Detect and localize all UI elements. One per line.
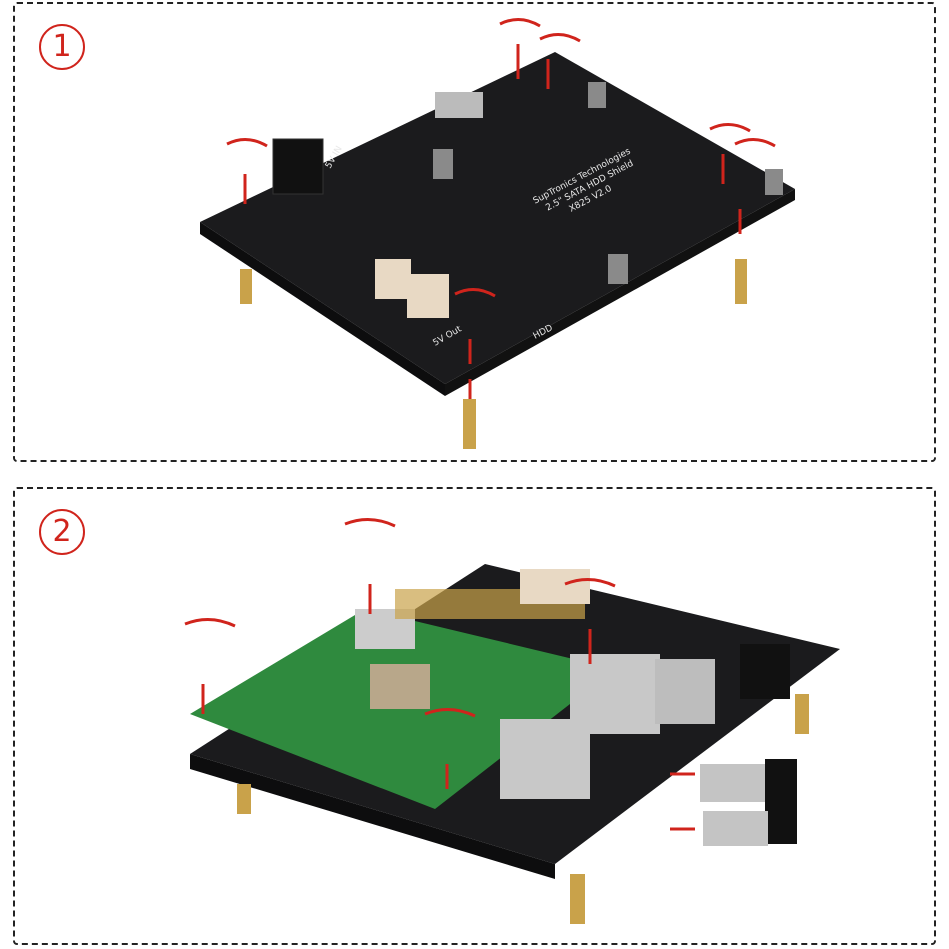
step-2-panel: 2 bbox=[13, 487, 936, 945]
raspberry-pi-assembly-illustration bbox=[184, 518, 840, 924]
usb-adapter bbox=[700, 764, 770, 802]
screw-arrows bbox=[184, 518, 695, 831]
brass-standoff bbox=[795, 694, 809, 734]
brass-standoff bbox=[570, 874, 585, 924]
usb-connector bbox=[435, 92, 483, 118]
step-number: 2 bbox=[39, 509, 85, 555]
connector-5v-out bbox=[407, 274, 449, 318]
soc-chip bbox=[370, 664, 430, 709]
standoff bbox=[433, 149, 453, 179]
dc-jack bbox=[740, 644, 790, 699]
connector-5v bbox=[375, 259, 411, 299]
standoff bbox=[588, 82, 606, 108]
brass-standoff bbox=[463, 399, 476, 449]
ethernet-port bbox=[655, 659, 715, 724]
usb-adapter bbox=[703, 811, 768, 846]
step-1-panel: 1 SupTronics Technologies 2.5" SATA HDD … bbox=[13, 2, 936, 462]
step-number: 1 bbox=[39, 24, 85, 70]
brass-standoff bbox=[237, 784, 251, 814]
usb-adapter-bridge bbox=[765, 759, 797, 844]
hdd-shield-illustration: SupTronics Technologies 2.5" SATA HDD Sh… bbox=[200, 18, 795, 449]
screw-arrows bbox=[226, 18, 776, 399]
brass-standoff bbox=[735, 259, 747, 304]
standoff bbox=[765, 169, 783, 195]
standoff bbox=[608, 254, 628, 284]
brass-standoff bbox=[240, 269, 252, 304]
usb-port-stack bbox=[570, 654, 660, 734]
dc-jack bbox=[272, 138, 324, 195]
connector bbox=[520, 569, 590, 604]
hdd-shield-pcb bbox=[200, 52, 795, 384]
